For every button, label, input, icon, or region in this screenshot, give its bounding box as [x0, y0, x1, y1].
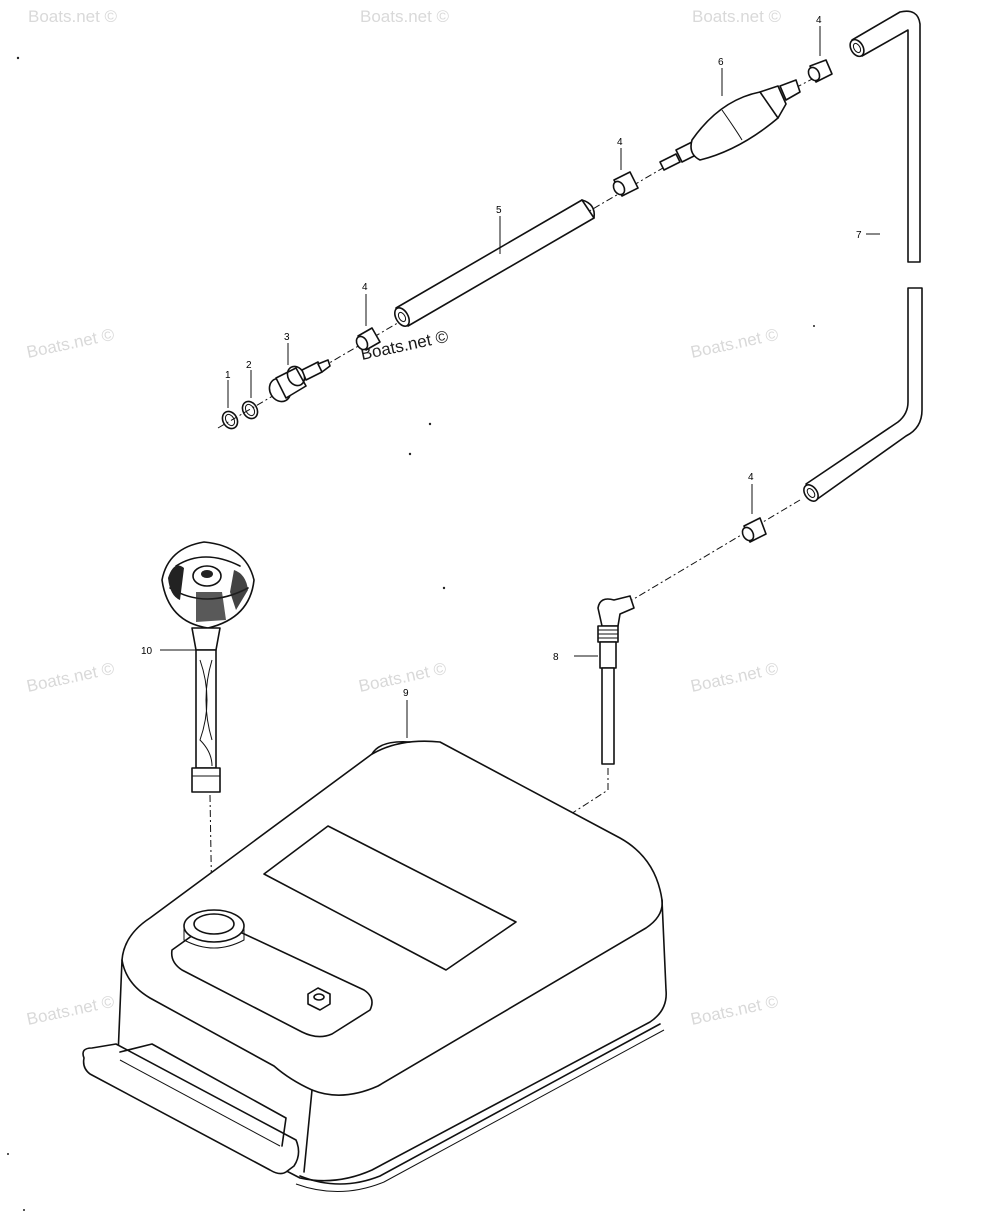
- part-label-4a: 4: [362, 282, 368, 293]
- specks: [7, 56, 815, 1211]
- watermark-text: Boats.net ©: [25, 992, 117, 1029]
- part-label-4b: 4: [617, 137, 623, 148]
- watermark-text: Boats.net ©: [360, 7, 450, 26]
- hose-7: 7: [803, 10, 923, 502]
- clamp-4a: 4: [355, 282, 381, 351]
- ring-2: 2: [241, 360, 259, 420]
- gauge-10: 10: [141, 541, 255, 793]
- clamp-4d: 4: [741, 472, 767, 543]
- part-label-7: 7: [856, 230, 862, 241]
- part-label-1: 1: [225, 370, 231, 381]
- part-label-3: 3: [284, 332, 290, 343]
- hose-5: 5: [393, 199, 596, 327]
- part-label-4c: 4: [816, 15, 822, 26]
- watermark-text: Boats.net ©: [25, 659, 117, 696]
- assembly-line-pickup: [321, 768, 609, 976]
- watermark-text: Boats.net ©: [689, 992, 781, 1029]
- watermark-text: Boats.net ©: [689, 325, 781, 362]
- tank-9: 9: [82, 688, 667, 1192]
- part-label-2: 2: [246, 360, 252, 371]
- clamp-4b: 4: [612, 137, 639, 197]
- part-label-4d: 4: [748, 472, 754, 483]
- watermark-text: Boats.net ©: [692, 7, 782, 26]
- connector-3: 3: [268, 332, 331, 403]
- assembly-line-lower: [631, 499, 801, 601]
- part-label-9: 9: [403, 688, 409, 699]
- assembly-line-upper: [217, 157, 681, 429]
- clamp-4c: 4: [807, 15, 833, 83]
- pickup-tube-8: 8: [553, 595, 635, 765]
- assembly-line-bulb-out: [794, 74, 821, 89]
- primer-bulb-6: 6: [659, 57, 801, 171]
- watermark-text: Boats.net ©: [25, 325, 117, 362]
- part-label-6: 6: [718, 57, 724, 68]
- watermark-text: Boats.net ©: [28, 7, 118, 26]
- watermark-text: Boats.net ©: [689, 659, 781, 696]
- part-label-10: 10: [141, 646, 153, 657]
- part-label-5: 5: [496, 205, 502, 216]
- ring-1: 1: [221, 370, 239, 430]
- part-label-8: 8: [553, 652, 559, 663]
